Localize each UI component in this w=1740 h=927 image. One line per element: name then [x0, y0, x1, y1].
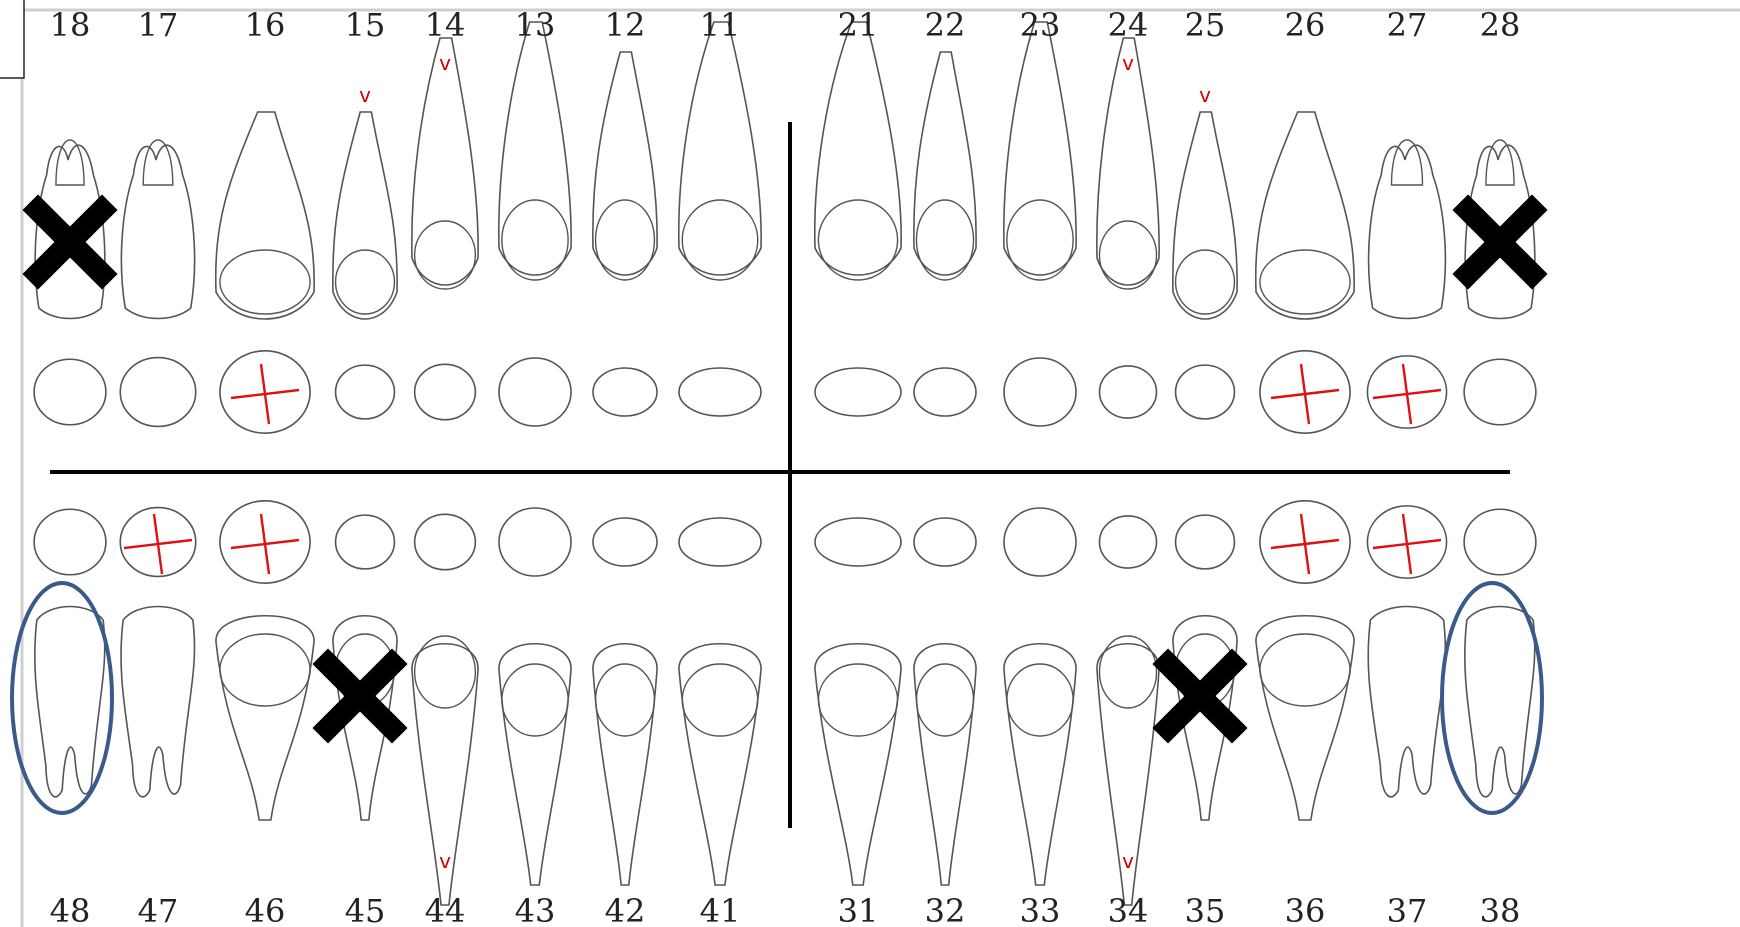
- tooth-number-18: 18: [50, 6, 91, 44]
- corner-box: [0, 0, 24, 78]
- tooth-number-28: 28: [1480, 6, 1521, 44]
- upper-occlusal-24: [1099, 366, 1156, 418]
- upper-occlusal-21: [815, 368, 901, 416]
- tooth-number-21: 21: [838, 6, 879, 44]
- v-mark-14: v: [439, 51, 451, 75]
- upper-occlusal-22: [914, 368, 976, 416]
- tooth-number-22: 22: [925, 6, 966, 44]
- tooth-number-33: 33: [1020, 892, 1061, 927]
- tooth-number-48: 48: [50, 892, 91, 927]
- upper-occlusal-23: [1004, 358, 1076, 426]
- upper-tooth-15: [333, 112, 397, 319]
- upper-tooth-24: [1097, 38, 1159, 285]
- upper-tooth-23: [1004, 22, 1076, 275]
- tooth-number-44: 44: [425, 892, 466, 927]
- tooth-number-31: 31: [838, 892, 879, 927]
- tooth-number-46: 46: [245, 892, 286, 927]
- lower-occlusal-33: [1004, 508, 1076, 576]
- lower-tooth-32: [914, 644, 976, 885]
- upper-occlusal-14: [415, 364, 476, 419]
- upper-occlusal-15: [336, 365, 395, 419]
- lower-occlusal-43: [499, 508, 571, 576]
- upper-occlusal-11: [679, 368, 761, 416]
- lower-tooth-38: [1465, 607, 1535, 797]
- tooth-number-43: 43: [515, 892, 556, 927]
- lower-occlusal-35: [1176, 515, 1235, 569]
- upper-tooth-13: [499, 22, 571, 275]
- tooth-number-14: 14: [425, 6, 466, 44]
- lower-occlusal-41: [679, 518, 761, 566]
- tooth-number-27: 27: [1387, 6, 1428, 44]
- tooth-number-17: 17: [138, 6, 179, 44]
- upper-occlusal-25: [1176, 365, 1235, 419]
- upper-tooth-21: [815, 22, 901, 275]
- tooth-number-36: 36: [1285, 892, 1326, 927]
- tooth-number-16: 16: [245, 6, 286, 44]
- lower-occlusal-44: [415, 514, 476, 569]
- tooth-number-45: 45: [345, 892, 386, 927]
- lower-tooth-31: [815, 644, 901, 885]
- v-mark-25: v: [1199, 83, 1211, 107]
- tooth-number-41: 41: [700, 892, 741, 927]
- lower-tooth-42: [593, 644, 657, 885]
- teeth-layer: [34, 22, 1536, 905]
- lower-occlusal-38: [1464, 509, 1536, 575]
- tooth-number-11: 11: [700, 6, 741, 44]
- upper-tooth-27: [1369, 145, 1446, 318]
- upper-tooth-25: [1173, 112, 1237, 319]
- tooth-number-47: 47: [138, 892, 179, 927]
- tooth-number-37: 37: [1387, 892, 1428, 927]
- upper-tooth-26: [1256, 112, 1354, 319]
- upper-tooth-12: [593, 52, 657, 275]
- upper-tooth-22: [914, 52, 976, 275]
- lower-tooth-41: [679, 644, 761, 885]
- upper-occlusal-28: [1464, 359, 1536, 425]
- lower-tooth-33: [1004, 644, 1076, 885]
- lower-occlusal-42: [593, 518, 657, 566]
- upper-occlusal-18: [34, 359, 106, 425]
- lower-occlusal-31: [815, 518, 901, 566]
- tooth-number-23: 23: [1020, 6, 1061, 44]
- upper-tooth-11: [679, 22, 761, 275]
- lower-tooth-37: [1368, 607, 1445, 797]
- tooth-number-15: 15: [345, 6, 386, 44]
- tooth-number-13: 13: [515, 6, 556, 44]
- lower-tooth-43: [499, 644, 571, 885]
- upper-occlusal-12: [593, 368, 657, 416]
- tooth-number-38: 38: [1480, 892, 1521, 927]
- upper-occlusal-13: [499, 358, 571, 426]
- tooth-number-12: 12: [605, 6, 646, 44]
- lower-occlusal-45: [336, 515, 395, 569]
- upper-tooth-17: [121, 145, 194, 318]
- v-mark-15: v: [359, 83, 371, 107]
- lower-occlusal-34: [1099, 516, 1156, 568]
- lower-tooth-47: [121, 607, 195, 797]
- lower-occlusal-32: [914, 518, 976, 566]
- upper-occlusal-17: [120, 358, 195, 427]
- tooth-number-35: 35: [1185, 892, 1226, 927]
- v-mark-24: v: [1122, 51, 1134, 75]
- tooth-number-25: 25: [1185, 6, 1226, 44]
- v-mark-44: v: [439, 849, 451, 873]
- lower-tooth-48: [35, 607, 105, 797]
- upper-tooth-14: [412, 38, 478, 285]
- upper-tooth-16: [216, 112, 314, 319]
- tooth-number-42: 42: [605, 892, 646, 927]
- tooth-number-34: 34: [1108, 892, 1149, 927]
- tooth-number-32: 32: [925, 892, 966, 927]
- lower-occlusal-48: [34, 509, 106, 575]
- tooth-number-24: 24: [1108, 6, 1149, 44]
- tooth-number-26: 26: [1285, 6, 1326, 44]
- v-mark-34: v: [1122, 849, 1134, 873]
